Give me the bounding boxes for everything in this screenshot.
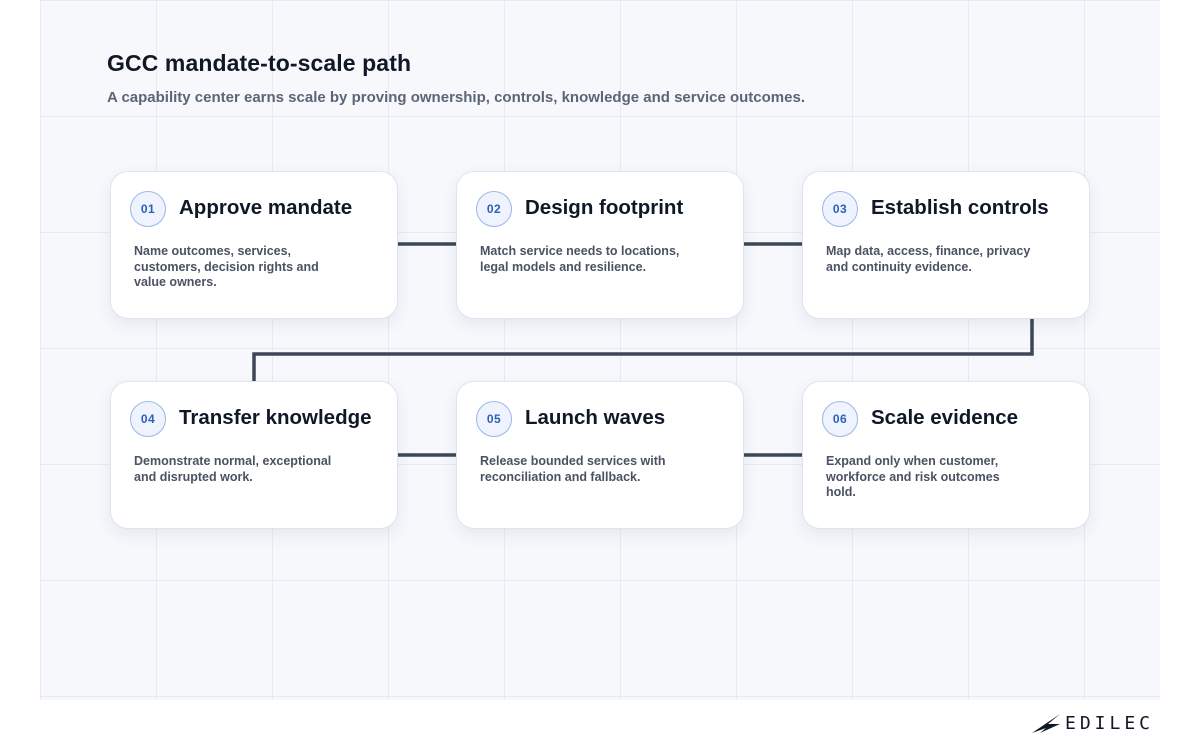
step-title: Design footprint (525, 196, 684, 219)
connector-03-04 (252, 319, 1034, 381)
step-number-badge: 03 (822, 191, 858, 227)
step-description: Release bounded services with reconcilia… (480, 454, 666, 484)
step-description: Map data, access, finance, privacy and c… (826, 244, 1031, 274)
brand-logo: EDILEC (1030, 710, 1154, 736)
logo-mark-icon (1032, 714, 1060, 733)
step-description: Name outcomes, services, customers, deci… (134, 244, 319, 289)
page-subtitle: A capability center earns scale by provi… (107, 89, 805, 106)
step-title: Establish controls (871, 196, 1049, 219)
page-title: GCC mandate-to-scale path (107, 50, 412, 76)
step-title: Launch waves (525, 406, 666, 429)
step-description: Match service needs to locations, legal … (480, 244, 680, 274)
step-title: Transfer knowledge (179, 406, 372, 429)
step-number-badge: 01 (130, 191, 166, 227)
step-card-06: 06 Scale evidence Expand only when custo… (802, 381, 1090, 529)
brand-name: EDILEC (1065, 712, 1155, 734)
step-number-badge: 05 (476, 401, 512, 437)
step-title: Scale evidence (871, 406, 1019, 429)
step-card-02: 02 Design footprint Match service needs … (456, 171, 744, 319)
step-card-01: 01 Approve mandate Name outcomes, servic… (110, 171, 398, 319)
step-number-badge: 02 (476, 191, 512, 227)
step-number-badge: 04 (130, 401, 166, 437)
step-card-05: 05 Launch waves Release bounded services… (456, 381, 744, 529)
step-card-03: 03 Establish controls Map data, access, … (802, 171, 1090, 319)
step-card-04: 04 Transfer knowledge Demonstrate normal… (110, 381, 398, 529)
step-description: Expand only when customer, workforce and… (826, 454, 1000, 499)
step-number-badge: 06 (822, 401, 858, 437)
diagram-canvas (40, 0, 1160, 700)
step-description: Demonstrate normal, exceptional and disr… (134, 454, 332, 484)
step-title: Approve mandate (179, 196, 353, 219)
